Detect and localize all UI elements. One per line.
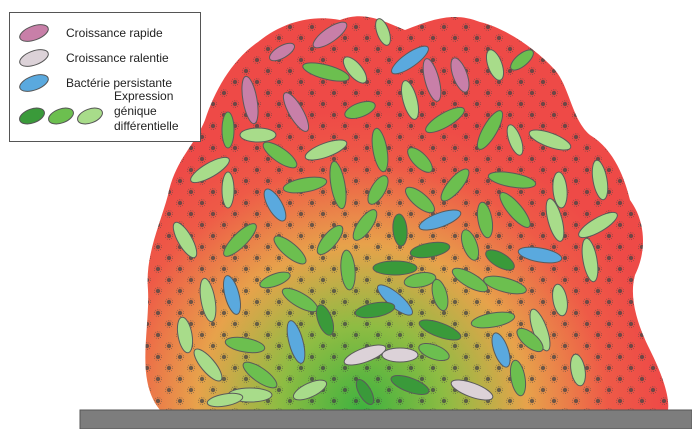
- legend-expression-line: génique: [114, 104, 198, 119]
- legend-item-expression-swatches: [18, 105, 108, 127]
- bacterium-cell: [222, 112, 234, 148]
- ellipse-bacterium-icon: [18, 105, 108, 127]
- legend-item-slow-growth: Croissance ralentie: [18, 48, 169, 68]
- legend-label: Croissance ralentie: [66, 51, 169, 66]
- bacterium-cell: [222, 172, 234, 208]
- bacterium-cell: [373, 261, 417, 275]
- ellipse-bacterium-icon: [18, 73, 52, 93]
- legend-item-fast-growth: Croissance rapide: [18, 23, 163, 43]
- legend-label: Croissance rapide: [66, 26, 163, 41]
- legend-expression-line: Expression: [114, 89, 198, 104]
- legend-expression-line: différentielle: [114, 119, 198, 134]
- surface-substrate: [80, 410, 692, 429]
- bacterium-cell: [382, 348, 418, 362]
- ellipse-bacterium-icon: [18, 48, 52, 68]
- bacterium-cell: [240, 128, 276, 142]
- legend-expression-label: Expression génique différentielle: [114, 89, 198, 134]
- legend: Croissance rapide Croissance ralentie Ba…: [9, 12, 201, 142]
- ellipse-bacterium-icon: [18, 23, 52, 43]
